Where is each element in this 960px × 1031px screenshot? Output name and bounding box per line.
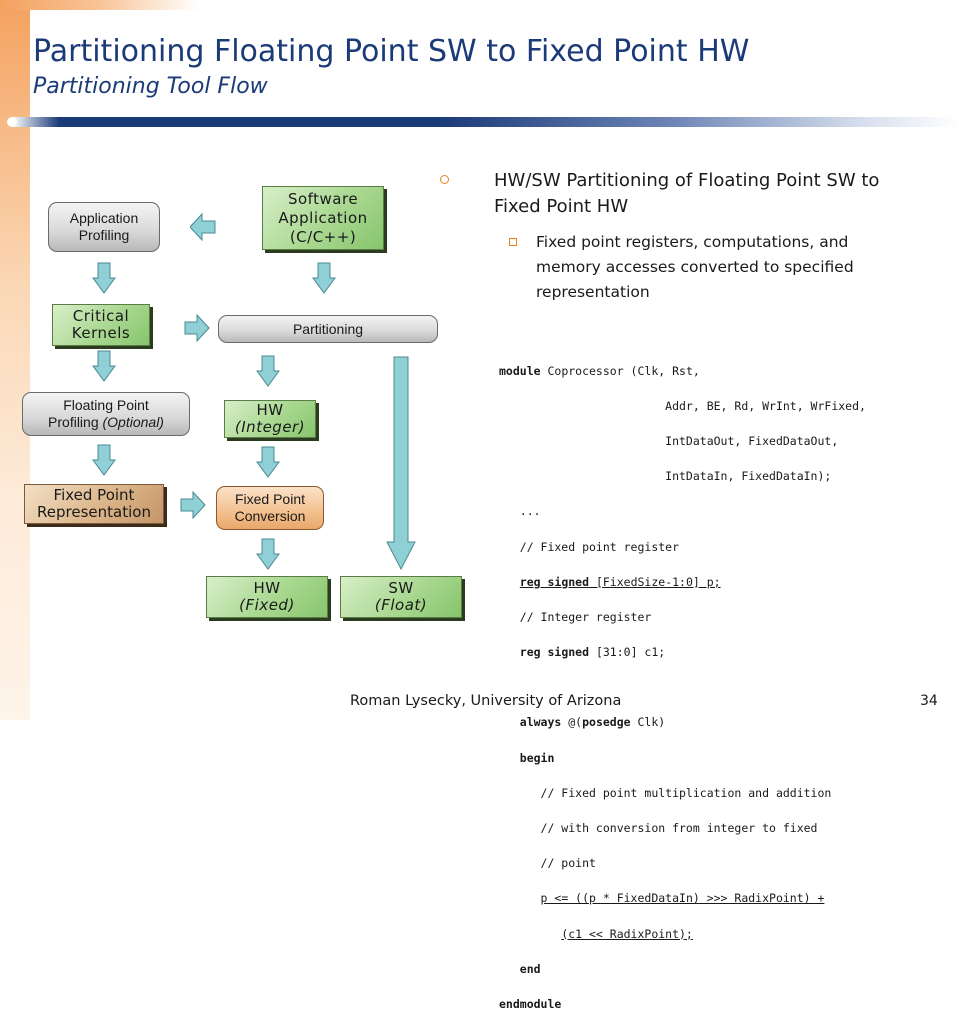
code-line: p <= ((p * FixedDataIn) >>> RadixPoint) … bbox=[499, 890, 866, 908]
partitioning-box: Partitioning bbox=[218, 315, 438, 343]
software-application-label: Software Application bbox=[278, 189, 368, 227]
code-text: [FixedSize-1:0] p; bbox=[589, 574, 721, 589]
code-line: Addr, BE, Rd, WrInt, WrFixed, bbox=[499, 398, 866, 413]
floating-point-profiling-label-2: Profiling (Optional) bbox=[48, 414, 164, 431]
slide-corner-gradient bbox=[0, 0, 30, 720]
code-line: IntDataOut, FixedDataOut, bbox=[499, 433, 839, 448]
critical-kernels-box: Critical Kernels bbox=[52, 304, 150, 346]
circle-bullet-icon bbox=[440, 175, 449, 184]
title-underline-bar bbox=[12, 117, 960, 127]
fixed-point-representation-box: Fixed Point Representation bbox=[24, 484, 164, 524]
software-application-box: Software Application (C/C++) bbox=[262, 186, 384, 250]
software-application-lang: (C/C++) bbox=[289, 227, 357, 246]
arrow-down-icon bbox=[256, 538, 280, 570]
code-keyword: always bbox=[519, 715, 562, 730]
verilog-code-block: module Coprocessor (Clk, Rst, Addr, BE, … bbox=[499, 345, 866, 1031]
code-text: [31:0] c1; bbox=[589, 645, 666, 660]
hw-fixed-label: HW bbox=[253, 579, 281, 597]
code-line: // Fixed point multiplication and additi… bbox=[499, 785, 832, 800]
code-line: // with conversion from integer to fixed bbox=[499, 821, 818, 836]
code-line: ... bbox=[499, 504, 541, 519]
code-line: module Coprocessor (Clk, Rst, bbox=[499, 363, 866, 381]
bullet-level1-text: HW/SW Partitioning of Floating Point SW … bbox=[494, 170, 880, 217]
application-profiling-box: Application Profiling bbox=[48, 202, 160, 252]
code-line: begin bbox=[499, 750, 866, 768]
hw-integer-label: HW bbox=[256, 401, 284, 419]
bullet-level2-text: Fixed point registers, computations, and… bbox=[536, 233, 854, 301]
title-bar-dot bbox=[7, 117, 17, 127]
code-line: // point bbox=[499, 856, 596, 871]
sw-float-label: SW bbox=[388, 579, 414, 597]
arrow-down-icon bbox=[92, 444, 116, 476]
code-text: Clk) bbox=[630, 715, 666, 730]
code-keyword: posedge bbox=[582, 715, 631, 730]
arrow-down-icon bbox=[92, 262, 116, 294]
sw-float-type: (Float) bbox=[374, 596, 428, 614]
code-text: Coprocessor (Clk, Rst, bbox=[540, 363, 700, 378]
code-line: // Fixed point register bbox=[499, 539, 680, 554]
hw-integer-type: (Integer) bbox=[234, 418, 306, 436]
profiling-word: Profiling bbox=[48, 414, 103, 430]
code-highlight: p <= ((p * FixedDataIn) >>> RadixPoint) … bbox=[540, 891, 825, 906]
floating-point-profiling-box: Floating Point Profiling (Optional) bbox=[22, 392, 190, 436]
code-line: (c1 << RadixPoint); bbox=[499, 926, 866, 944]
arrow-right-icon bbox=[180, 491, 206, 519]
hw-integer-box: HW (Integer) bbox=[224, 400, 316, 438]
code-keyword: begin bbox=[519, 750, 555, 765]
code-line: reg signed [FixedSize-1:0] p; bbox=[499, 574, 866, 592]
fixed-point-conversion-label: Fixed Point Conversion bbox=[234, 491, 306, 524]
critical-kernels-label: Critical Kernels bbox=[71, 307, 131, 342]
code-keyword: endmodule bbox=[499, 996, 562, 1011]
code-line: endmodule bbox=[499, 996, 866, 1014]
arrow-left-icon bbox=[190, 213, 216, 241]
arrow-down-icon bbox=[256, 446, 280, 478]
code-line: end bbox=[499, 961, 866, 979]
code-highlight: (c1 << RadixPoint); bbox=[561, 926, 693, 941]
arrow-right-icon bbox=[184, 314, 210, 342]
code-line: reg signed [31:0] c1; bbox=[499, 644, 866, 662]
slide-title: Partitioning Floating Point SW to Fixed … bbox=[33, 34, 750, 69]
arrow-down-icon bbox=[256, 355, 280, 387]
application-profiling-label: Application Profiling bbox=[69, 210, 139, 243]
hw-fixed-type: (Fixed) bbox=[239, 596, 295, 614]
long-arrow-down-icon bbox=[386, 356, 416, 570]
partitioning-label: Partitioning bbox=[292, 320, 364, 337]
code-keyword: end bbox=[519, 961, 541, 976]
slide-top-gradient bbox=[0, 0, 200, 10]
page-number: 34 bbox=[920, 693, 938, 709]
code-line: IntDataIn, FixedDataIn); bbox=[499, 469, 832, 484]
code-keyword: reg signed bbox=[519, 645, 590, 660]
floating-point-profiling-label: Floating Point bbox=[63, 397, 149, 413]
square-bullet-icon bbox=[509, 238, 517, 246]
slide-subtitle: Partitioning Tool Flow bbox=[33, 74, 268, 99]
code-text: @( bbox=[561, 715, 583, 730]
footer-author: Roman Lysecky, University of Arizona bbox=[350, 693, 622, 709]
code-keyword: module bbox=[499, 363, 541, 378]
code-line: // Integer register bbox=[499, 609, 652, 624]
fixed-point-conversion-box: Fixed Point Conversion bbox=[216, 486, 324, 530]
arrow-down-icon bbox=[312, 262, 336, 294]
code-keyword: reg signed bbox=[519, 574, 590, 589]
hw-fixed-box: HW (Fixed) bbox=[206, 576, 328, 618]
code-highlight: reg signed [FixedSize-1:0] p; bbox=[520, 575, 721, 589]
fixed-point-representation-label: Fixed Point Representation bbox=[37, 486, 151, 521]
code-line: always @(posedge Clk) bbox=[499, 714, 866, 732]
arrow-down-icon bbox=[92, 350, 116, 382]
optional-word: (Optional) bbox=[102, 414, 164, 430]
sw-float-box: SW (Float) bbox=[340, 576, 462, 618]
